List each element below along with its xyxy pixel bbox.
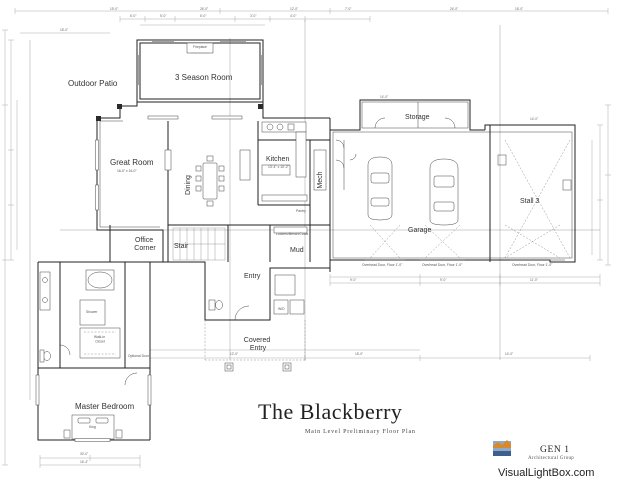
plan-subtitle: Main Level Preliminary Floor Plan	[305, 429, 416, 435]
great-room-label: Great Room	[110, 158, 154, 167]
office-corner-line-1: Office	[135, 237, 153, 244]
svg-text:14'-0": 14'-0"	[380, 95, 388, 99]
svg-text:11'-0": 11'-0"	[530, 278, 538, 282]
watermark: VisualLightBox.com	[496, 464, 621, 480]
covered-entry	[204, 305, 306, 372]
covered-entry-line-1: Covered	[244, 337, 271, 344]
svg-text:18'-0": 18'-0"	[355, 352, 363, 356]
room-labels: Outdoor Patio 3 Season Room Fireplace Gr…	[68, 45, 553, 429]
svg-text:3'-0": 3'-0"	[250, 14, 256, 18]
great-room-size: 16-0" x 16-0"	[117, 169, 137, 173]
house-walls	[37, 99, 576, 441]
svg-text:18'-0": 18'-0"	[60, 28, 68, 32]
firm-logo: GEN 1 Architectural Group	[493, 440, 574, 461]
office-corner-line-2: Corner	[134, 245, 156, 252]
garage-label: Garage	[408, 227, 431, 234]
svg-text:6'-0": 6'-0"	[200, 14, 206, 18]
mech-area	[313, 139, 357, 191]
svg-text:14'-0": 14'-0"	[530, 117, 538, 121]
optional-door-label: Optional Door	[128, 354, 150, 358]
garage-door-2-label: Overhead Door, Floor 1'-0"	[422, 263, 463, 267]
svg-text:5'-0": 5'-0"	[160, 14, 166, 18]
plan-title: The Blackberry	[258, 399, 402, 424]
king-label: King	[89, 425, 96, 429]
watermark-text: VisualLightBox.com	[498, 467, 594, 479]
lockers-bench-label: Lockers/Bench/Coats	[276, 232, 309, 236]
svg-text:16'-4": 16'-4"	[80, 460, 88, 464]
walk-in-closet-line-2: Closet	[95, 340, 105, 344]
fireplace-label: Fireplace	[193, 45, 207, 49]
kitchen-label: Kitchen	[266, 156, 289, 163]
master-bedroom-label: Master Bedroom	[75, 402, 134, 411]
storage-room	[361, 101, 469, 129]
entry-label: Entry	[244, 273, 261, 280]
office-corner-label: Office Corner	[134, 237, 156, 252]
svg-text:12'-0": 12'-0"	[290, 7, 298, 11]
mech-label: Mech	[317, 171, 324, 188]
svg-text:12'-0": 12'-0"	[230, 352, 238, 356]
dining-label: Dining	[185, 175, 192, 195]
svg-text:9'-0": 9'-0"	[440, 278, 446, 282]
title-block: The Blackberry Main Level Preliminary Fl…	[258, 399, 416, 435]
svg-text:14'-0": 14'-0"	[505, 352, 513, 356]
covered-entry-label: Covered Entry	[244, 337, 272, 352]
covered-entry-line-2: Entry	[250, 345, 267, 352]
firm-tagline: Architectural Group	[528, 456, 574, 461]
svg-text:16'-0": 16'-0"	[515, 7, 523, 11]
svg-text:4'-0": 4'-0"	[290, 14, 296, 18]
svg-text:19'-0": 19'-0"	[110, 7, 118, 11]
storage-label: Storage	[405, 114, 430, 121]
three-season-room-label: 3 Season Room	[175, 73, 233, 82]
three-season-room	[136, 39, 264, 103]
garage-door-3-label: Overhead Door, Floor 1'-0"	[512, 263, 553, 267]
svg-text:6'-0": 6'-0"	[130, 14, 136, 18]
firm-name: GEN 1	[540, 445, 570, 455]
outdoor-patio-label: Outdoor Patio	[68, 79, 118, 88]
walk-in-closet-label: Walk-in Closet	[94, 335, 106, 344]
walk-in-closet-line-1: Walk-in	[94, 335, 105, 339]
garage-door-1-label: Overhead Door, Floor 1'-0"	[362, 263, 403, 267]
kitchen-size: 13'-4" x 10'-2"	[268, 165, 290, 169]
garage	[332, 125, 573, 262]
pantry-label: Pantry	[296, 209, 306, 213]
svg-text:30'-0": 30'-0"	[80, 452, 88, 456]
master-suite-fixtures	[35, 269, 152, 442]
stall-3-label: Stall 3	[520, 198, 540, 205]
mud-label: Mud	[290, 247, 304, 254]
dimension-labels: 19'-0" 26'-0" 12'-0" 7'-0" 24'-0" 16'-0"…	[60, 7, 538, 464]
svg-text:26'-0": 26'-0"	[200, 7, 208, 11]
svg-text:24'-0": 24'-0"	[450, 7, 458, 11]
svg-text:9'-0": 9'-0"	[350, 278, 356, 282]
kitchen-fixtures	[164, 121, 308, 315]
wd-label: W/D	[278, 307, 285, 311]
stair-label: Stair	[174, 243, 189, 250]
svg-text:7'-0": 7'-0"	[345, 7, 351, 11]
shower-label: Shower	[86, 310, 98, 314]
